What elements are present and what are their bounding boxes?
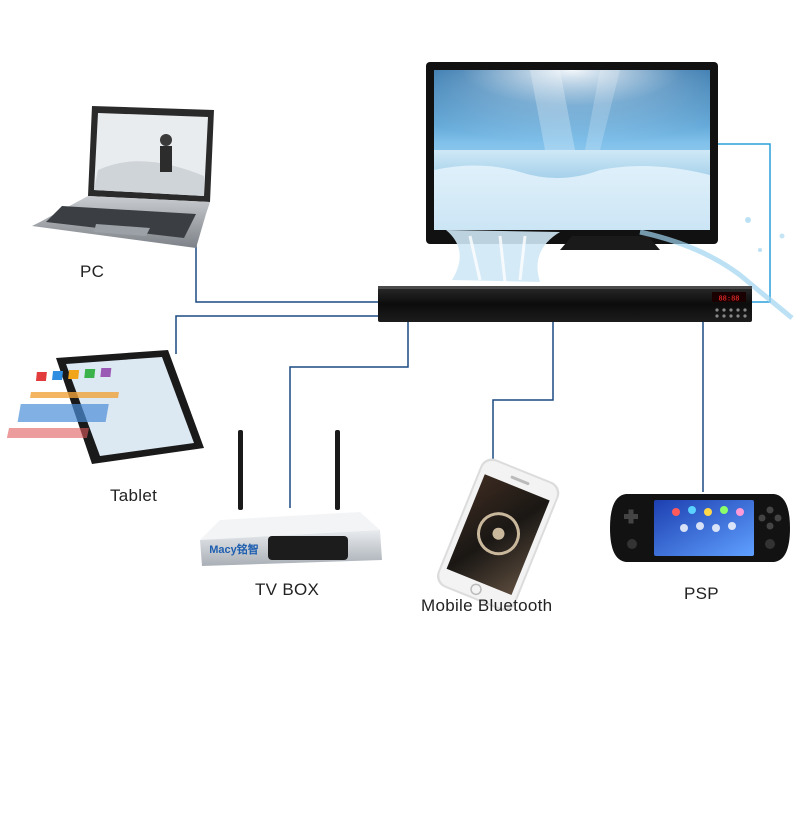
tv: [426, 62, 794, 320]
tablet-connector: [175, 315, 380, 354]
soundbar-display: 88:88: [718, 295, 739, 303]
tvbox-label: TV BOX: [255, 580, 320, 599]
connector-lines: [175, 143, 771, 508]
tablet-icon: [6, 350, 204, 464]
psp-label: PSP: [684, 584, 719, 603]
tvbox-brand: Macy铭智: [209, 542, 259, 556]
pc-connector: [195, 222, 380, 303]
phone-connector: [492, 322, 554, 488]
laptop-icon: [32, 106, 214, 248]
tv-connector: [716, 143, 771, 303]
phone-icon: [436, 458, 560, 611]
tvbox-connector: [289, 322, 409, 508]
phone-label: Mobile Bluetooth: [421, 596, 553, 615]
pc-label: PC: [80, 262, 105, 281]
tvbox-icon: Macy铭智: [200, 430, 382, 566]
tablet-label: Tablet: [110, 486, 158, 505]
soundbar: 88:88: [378, 286, 752, 322]
psp-icon: [610, 494, 790, 562]
